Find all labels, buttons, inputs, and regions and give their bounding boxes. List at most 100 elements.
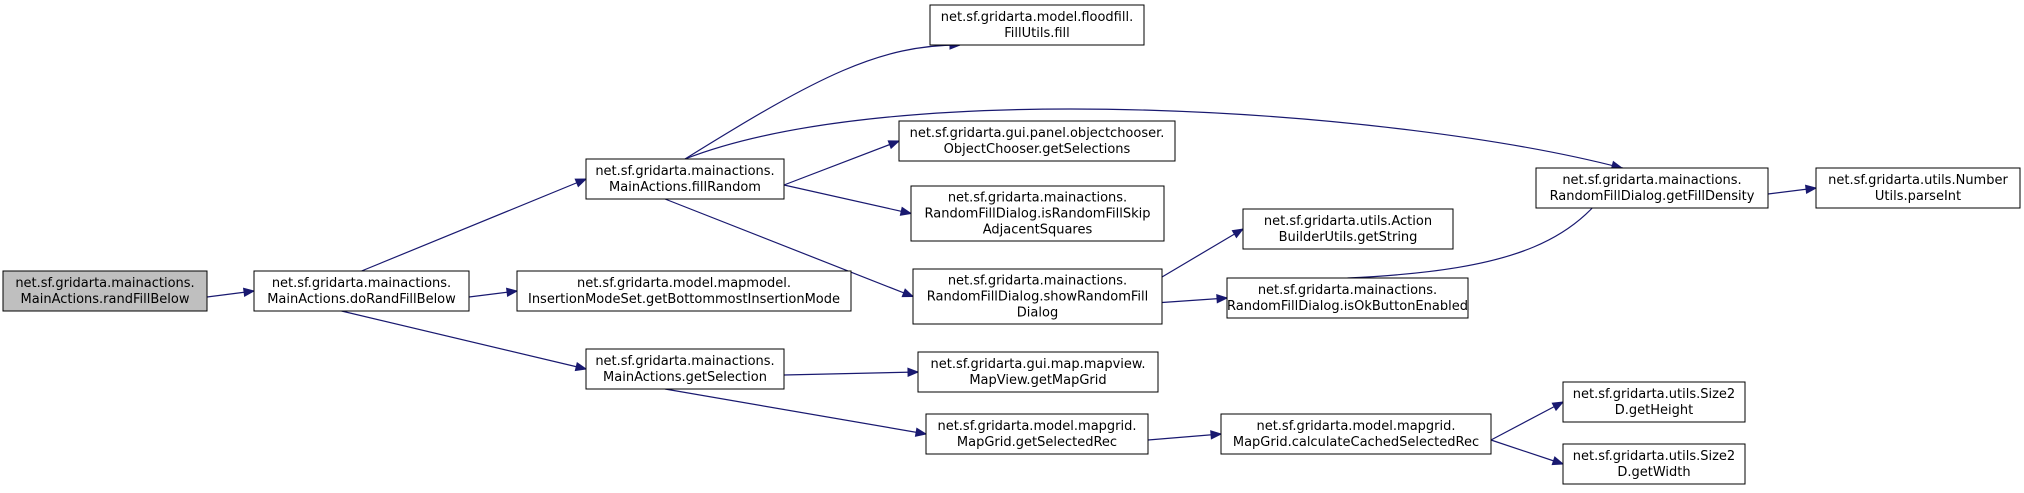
node-getSelectedRec[interactable]: net.sf.gridarta.model.mapgrid.MapGrid.ge… — [925, 413, 1149, 455]
edge-doRandFillBelow-to-fillRandom — [361, 178, 588, 272]
edge-line — [684, 108, 1623, 169]
node-box — [585, 348, 785, 390]
node-label-line: net.sf.gridarta.model.mapgrid. — [1256, 419, 1455, 434]
node-label-line: MainActions.fillRandom — [609, 180, 761, 195]
edge-line — [664, 198, 914, 298]
edge-doRandFillBelow-to-getSelection — [341, 310, 588, 372]
node-doRandFillBelow[interactable]: net.sf.gridarta.mainactions.MainActions.… — [253, 270, 470, 312]
node-label-line: Utils.parseInt — [1875, 189, 1961, 204]
arrowhead-icon — [574, 361, 588, 372]
node-box — [925, 413, 1149, 455]
node-fillRandom[interactable]: net.sf.gridarta.mainactions.MainActions.… — [585, 158, 785, 200]
nodes-layer: net.sf.gridarta.mainactions.MainActions.… — [2, 4, 2021, 485]
arrowhead-icon — [1216, 293, 1229, 304]
node-isOkButtonEnabled[interactable]: net.sf.gridarta.mainactions.RandomFillDi… — [1226, 277, 1469, 319]
node-label-line: net.sf.gridarta.mainactions. — [948, 274, 1127, 289]
edge-line — [783, 184, 912, 215]
arrowhead-icon — [1210, 430, 1223, 440]
node-label-line: net.sf.gridarta.mainactions. — [15, 276, 194, 291]
edge-line — [1147, 433, 1222, 441]
node-calculateCached[interactable]: net.sf.gridarta.model.mapgrid.MapGrid.ca… — [1220, 413, 1492, 455]
node-fill[interactable]: net.sf.gridarta.model.floodfill.FillUtil… — [929, 4, 1145, 46]
edge-getSelection-to-getMapGrid — [783, 367, 920, 377]
arrowhead-icon — [1551, 456, 1565, 466]
node-parseInt[interactable]: net.sf.gridarta.utils.NumberUtils.parseI… — [1815, 167, 2021, 209]
edge-line — [1490, 401, 1564, 441]
node-label-line: MainActions.randFillBelow — [21, 292, 190, 307]
arrowhead-icon — [505, 287, 519, 298]
node-box — [898, 120, 1176, 162]
arrowhead-icon — [899, 206, 913, 216]
edge-line — [783, 140, 900, 186]
node-label-line: net.sf.gridarta.mainactions. — [1562, 173, 1741, 188]
node-label-line: RandomFillDialog.getFillDensity — [1550, 189, 1755, 204]
node-getMapGrid[interactable]: net.sf.gridarta.gui.map.mapview.MapView.… — [917, 351, 1159, 393]
node-box — [1535, 167, 1769, 209]
node-box — [1562, 381, 1746, 423]
edge-calculateCached-to-getWidth — [1490, 439, 1565, 466]
node-getFillDensity[interactable]: net.sf.gridarta.mainactions.RandomFillDi… — [1535, 167, 1769, 209]
edge-calculateCached-to-getHeight — [1490, 401, 1565, 441]
node-isRandomFillSkip[interactable]: net.sf.gridarta.mainactions.RandomFillDi… — [910, 185, 1165, 242]
node-showRandomFill[interactable]: net.sf.gridarta.mainactions.RandomFillDi… — [912, 268, 1163, 325]
node-box — [1220, 413, 1492, 455]
arrowhead-icon — [1231, 228, 1245, 239]
node-label-line: net.sf.gridarta.model.mapmodel. — [577, 276, 791, 291]
node-label-line: net.sf.gridarta.utils.Size2 — [1573, 449, 1735, 464]
node-getString[interactable]: net.sf.gridarta.utils.ActionBuilderUtils… — [1242, 208, 1454, 250]
node-label-line: net.sf.gridarta.gui.map.mapview. — [931, 357, 1146, 372]
node-getSelections[interactable]: net.sf.gridarta.gui.panel.objectchooser.… — [898, 120, 1176, 162]
edge-line — [361, 178, 587, 272]
edge-line — [1490, 439, 1564, 465]
node-box — [912, 268, 1163, 325]
arrowhead-icon — [574, 178, 588, 188]
edge-line — [664, 388, 927, 435]
edge-line — [1161, 228, 1244, 278]
node-label-line: net.sf.gridarta.utils.Size2 — [1573, 387, 1735, 402]
node-label-line: net.sf.gridarta.mainactions. — [595, 164, 774, 179]
node-getSelection[interactable]: net.sf.gridarta.mainactions.MainActions.… — [585, 348, 785, 390]
edge-fillRandom-to-showRandomFill — [664, 198, 915, 298]
node-label-line: BuilderUtils.getString — [1279, 230, 1418, 245]
arrowhead-icon — [1551, 401, 1565, 412]
node-label-line: net.sf.gridarta.mainactions. — [595, 354, 774, 369]
node-label-line: net.sf.gridarta.mainactions. — [272, 276, 451, 291]
node-box — [1815, 167, 2021, 209]
node-label-line: MapGrid.calculateCachedSelectedRec — [1233, 435, 1479, 450]
node-label-line: net.sf.gridarta.utils.Number — [1828, 173, 2008, 188]
edge-fillRandom-to-isRandomFillSkip — [783, 184, 913, 216]
node-box — [516, 270, 852, 312]
node-label-line: RandomFillDialog.isOkButtonEnabled — [1227, 299, 1468, 314]
edge-fillRandom-to-getSelections — [783, 140, 901, 186]
node-getBottommost[interactable]: net.sf.gridarta.model.mapmodel.Insertion… — [516, 270, 852, 312]
node-box — [1562, 443, 1746, 485]
edge-getFillDensity-to-parseInt — [1767, 184, 1818, 195]
node-label-line: MainActions.doRandFillBelow — [267, 292, 456, 307]
node-box — [585, 158, 785, 200]
node-randFillBelow[interactable]: net.sf.gridarta.mainactions.MainActions.… — [2, 270, 208, 312]
node-label-line: ObjectChooser.getSelections — [944, 142, 1131, 157]
node-box — [917, 351, 1159, 393]
arrowhead-icon — [242, 287, 256, 298]
arrowhead-icon — [887, 140, 901, 150]
arrowhead-icon — [907, 367, 920, 377]
node-label-line: net.sf.gridarta.model.mapgrid. — [937, 419, 1136, 434]
node-label-line: RandomFillDialog.showRandomFill — [927, 290, 1149, 305]
edge-doRandFillBelow-to-getBottommost — [468, 287, 519, 298]
node-label-line: MapView.getMapGrid — [969, 373, 1106, 388]
node-box — [1226, 277, 1469, 319]
edge-randFillBelow-to-doRandFillBelow — [206, 287, 256, 298]
node-label-line: net.sf.gridarta.model.floodfill. — [941, 10, 1133, 25]
edge-showRandomFill-to-getString — [1161, 228, 1245, 278]
node-box — [2, 270, 208, 312]
node-label-line: net.sf.gridarta.utils.Action — [1264, 214, 1432, 229]
node-box — [910, 185, 1165, 242]
edge-getSelectedRec-to-calculateCached — [1147, 430, 1223, 441]
arrowhead-icon — [914, 427, 928, 437]
edge-line — [341, 310, 587, 370]
edge-line — [783, 371, 919, 376]
arrowhead-icon — [1804, 184, 1818, 195]
edge-showRandomFill-to-isOkButtonEnabled — [1161, 293, 1229, 304]
